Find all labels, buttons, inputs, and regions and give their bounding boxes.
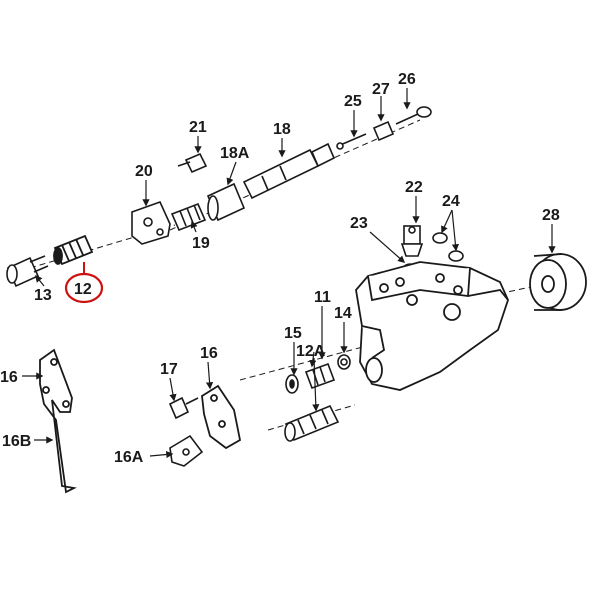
part-12a-spring	[304, 362, 336, 390]
part-28-pulley	[529, 253, 587, 311]
label-part-16b: 16B	[2, 433, 31, 450]
label-part-22: 22	[405, 179, 423, 196]
part-16-lever-arm	[39, 348, 77, 494]
part-27-nut	[372, 120, 395, 142]
callout-circle-icon	[64, 272, 104, 304]
part-21-bolt	[177, 152, 208, 174]
label-part-18: 18	[273, 121, 291, 138]
label-part-26: 26	[398, 71, 416, 88]
part-16-plate	[201, 384, 242, 450]
valve-housing	[355, 261, 509, 391]
label-part-14: 14	[334, 305, 352, 322]
label-part-18a: 18A	[220, 145, 250, 162]
part-25-pin	[336, 133, 367, 150]
part-11-spool	[284, 404, 340, 442]
part-17-bolt	[168, 396, 199, 420]
label-part-20: 20	[135, 163, 153, 180]
part-15-seal	[285, 374, 299, 394]
label-part-21: 21	[189, 119, 207, 136]
part-22-fitting	[400, 225, 424, 257]
part-26-eyebolt	[395, 106, 432, 125]
part-14-ring	[337, 354, 351, 370]
part-19-spring	[170, 202, 207, 232]
label-part-12a: 12A	[296, 343, 326, 360]
label-part-28: 28	[542, 207, 560, 224]
label-part-16a: 16A	[114, 449, 144, 466]
label-part-11: 11	[314, 289, 331, 306]
label-part-24: 24	[442, 193, 460, 210]
label-part-16: 16	[200, 345, 218, 362]
label-part-27: 27	[372, 81, 390, 98]
label-part-17: 17	[160, 361, 178, 378]
leader-lines	[22, 88, 556, 459]
part-12-spring	[53, 234, 94, 266]
label-part-23: 23	[350, 215, 368, 232]
part-18a-sleeve	[206, 182, 246, 222]
label-part-15: 15	[284, 325, 302, 342]
label-part-16-left: 16	[0, 369, 18, 386]
part-20-bracket	[131, 200, 171, 245]
part-13-plug	[6, 255, 49, 288]
part-12-highlight	[64, 262, 104, 304]
label-part-25: 25	[344, 93, 362, 110]
label-part-12: 12	[74, 281, 92, 298]
part-18-spool	[242, 142, 336, 200]
part-24-plugs	[432, 232, 464, 262]
part-16a-plate	[169, 434, 204, 467]
label-part-13: 13	[34, 287, 52, 304]
label-part-19: 19	[192, 235, 210, 252]
